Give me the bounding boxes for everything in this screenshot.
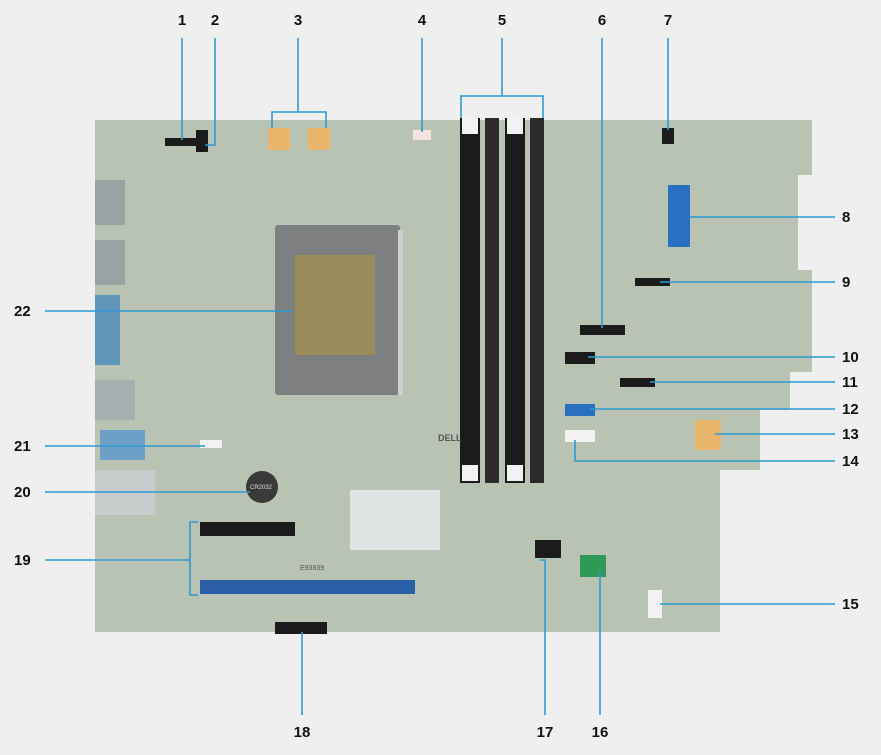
header-18: [275, 622, 327, 634]
callout-18: 18: [294, 724, 311, 741]
callout-7: 7: [664, 12, 672, 29]
dimm-slot: [530, 118, 544, 483]
dell-logo: DELL: [438, 433, 462, 443]
callout-20: 20: [14, 484, 31, 501]
connector-4: [413, 130, 431, 140]
callout-14: 14: [842, 453, 859, 470]
connector-21: [200, 440, 222, 448]
power-connector-13: [695, 420, 721, 450]
callout-6: 6: [598, 12, 606, 29]
callout-9: 9: [842, 274, 850, 291]
dimm-slot: [485, 118, 499, 483]
pcie-x1-slot: [200, 522, 295, 536]
m2-slot-6: [580, 325, 625, 335]
sata-connector-14: [565, 430, 595, 442]
callout-21: 21: [14, 438, 31, 455]
callout-22: 22: [14, 303, 31, 320]
memory-slots: [460, 118, 544, 483]
callout-labels: 1 2 3 4 5 6 7 8 9 10 11 12 13 14 15 16 1…: [14, 12, 859, 741]
callout-5: 5: [498, 12, 506, 29]
callout-4: 4: [418, 12, 427, 29]
cert-mark: E93839: [300, 565, 324, 572]
cpu-lever: [398, 230, 403, 395]
callout-19: 19: [14, 552, 31, 569]
cpu-socket-pins: [295, 255, 375, 355]
callout-10: 10: [842, 349, 859, 366]
dimm-slot: [505, 118, 525, 483]
callout-3: 3: [294, 12, 302, 29]
connector-15: [648, 590, 662, 618]
fan-connector-2: [196, 130, 208, 152]
callout-8: 8: [842, 209, 850, 226]
callout-16: 16: [592, 724, 609, 741]
battery-mark: CR2032: [250, 485, 273, 491]
callout-13: 13: [842, 426, 859, 443]
power-connector-17: [535, 540, 561, 558]
front-usb-connector-8: [668, 185, 690, 247]
connector-1: [165, 138, 197, 146]
callout-12: 12: [842, 401, 859, 418]
callout-15: 15: [842, 596, 859, 613]
coin-cell-battery-20: [246, 471, 278, 503]
rear-io-usb-blue: [100, 430, 145, 460]
pcie-x16-slot: [200, 580, 415, 594]
sata-connector-12: [565, 404, 595, 416]
rear-io-serial: [95, 295, 120, 365]
rear-io-usb-2: [95, 240, 125, 285]
m2-slot-11: [620, 378, 655, 387]
connector-7: [662, 128, 674, 144]
chipset-heatsink: [350, 490, 440, 550]
connector-16: [580, 555, 606, 577]
callout-1: 1: [178, 12, 186, 29]
callout-11: 11: [842, 374, 858, 391]
dimm-slot: [460, 118, 480, 483]
rear-io-usb-3: [95, 380, 135, 420]
callout-17: 17: [537, 724, 554, 741]
callout-2: 2: [211, 12, 219, 29]
leader-lines: [45, 38, 835, 715]
cpu-power-connector-3: [268, 128, 330, 150]
m2-slot-9: [635, 278, 670, 286]
sata-connector-10: [565, 352, 595, 364]
rear-io-usb: [95, 180, 125, 225]
system-board: [95, 120, 812, 632]
